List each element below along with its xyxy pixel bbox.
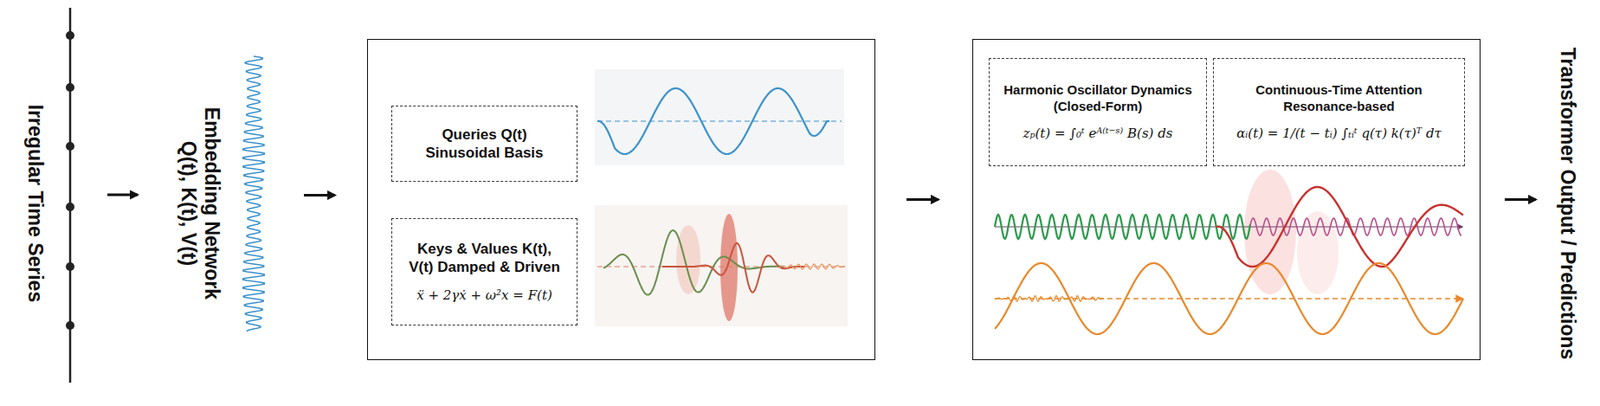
plot-ground bbox=[594, 205, 848, 327]
sample-dot bbox=[65, 141, 75, 151]
stage-title: Transformer Output / Predictions bbox=[1556, 47, 1581, 360]
stage-title: Embedding Network bbox=[200, 107, 224, 300]
stage-panel: Harmonic Oscillator Dynamics (Closed-For… bbox=[972, 38, 1481, 361]
stage-title: Irregular Time Series bbox=[24, 104, 48, 303]
driven-wave bbox=[662, 243, 806, 293]
sample-dot bbox=[65, 31, 75, 40]
embedding-wave bbox=[243, 56, 265, 332]
equation: zₚ(t) = ∫₀ᵗ eᴬ⁽ᵗ⁻ˢ⁾ B(s) ds bbox=[1022, 125, 1173, 143]
baseline bbox=[597, 120, 842, 122]
flow-arrow bbox=[107, 193, 138, 197]
process-box: Queries Q(t) Sinusoidal Basis bbox=[391, 105, 578, 182]
box-content: Queries Q(t) Sinusoidal Basis bbox=[411, 125, 559, 163]
stage-label: Embedding NetworkQ(t), K(t), V(t) bbox=[175, 25, 225, 381]
box-content: Keys & Values K(t), V(t) Damped & Driven… bbox=[406, 239, 564, 304]
box-heading: Queries Q(t) Sinusoidal Basis bbox=[411, 125, 559, 163]
box-heading: Harmonic Oscillator Dynamics (Closed-For… bbox=[995, 82, 1200, 116]
rotated-text-group: Embedding NetworkQ(t), K(t), V(t) bbox=[175, 25, 225, 381]
plot-ground bbox=[594, 69, 845, 166]
flow-arrow bbox=[303, 193, 336, 197]
resonance-band bbox=[676, 225, 701, 295]
process-box: Keys & Values K(t), V(t) Damped & Driven… bbox=[391, 218, 578, 326]
driven-wave bbox=[779, 264, 846, 270]
baseline bbox=[994, 225, 1463, 227]
box-content: Continuous-Time Attention Resonance-base… bbox=[1233, 82, 1446, 142]
box-content: Harmonic Oscillator Dynamics (Closed-For… bbox=[995, 82, 1200, 142]
oscillator-wave bbox=[994, 214, 1251, 239]
flow-arrow bbox=[1504, 198, 1536, 201]
resonance-band bbox=[720, 213, 738, 322]
sample-dot bbox=[65, 321, 75, 330]
stage-label: Irregular Time Series bbox=[23, 25, 48, 381]
rotated-text-group: Irregular Time Series bbox=[23, 25, 48, 381]
process-box: Continuous-Time Attention Resonance-base… bbox=[1212, 58, 1465, 167]
process-box: Harmonic Oscillator Dynamics (Closed-For… bbox=[988, 58, 1207, 167]
resonance-wave bbox=[1216, 187, 1464, 267]
stage-panel: Queries Q(t) Sinusoidal BasisKeys & Valu… bbox=[367, 38, 876, 361]
box-heading: Continuous-Time Attention Resonance-base… bbox=[1233, 82, 1446, 116]
box-heading: Keys & Values K(t), V(t) Damped & Driven bbox=[406, 239, 564, 278]
sample-dot bbox=[65, 262, 75, 271]
stage-title: Q(t), K(t), V(t) bbox=[176, 141, 200, 266]
flow-arrow bbox=[906, 198, 939, 201]
equation: αᵢ(t) = 1/(t − tᵢ) ∫ₜᵢᵗ q(τ) k(τ)ᵀ dτ bbox=[1236, 125, 1442, 143]
sample-dot bbox=[65, 83, 75, 92]
stage-label: Transformer Output / Predictions bbox=[1554, 17, 1581, 390]
rotated-text-group: Transformer Output / Predictions bbox=[1554, 17, 1581, 390]
equation: ẍ + 2γẋ + ω²x = F(t) bbox=[416, 287, 553, 305]
sample-dot bbox=[65, 202, 75, 212]
attention-wave bbox=[994, 263, 1464, 335]
query-wave bbox=[597, 88, 830, 155]
